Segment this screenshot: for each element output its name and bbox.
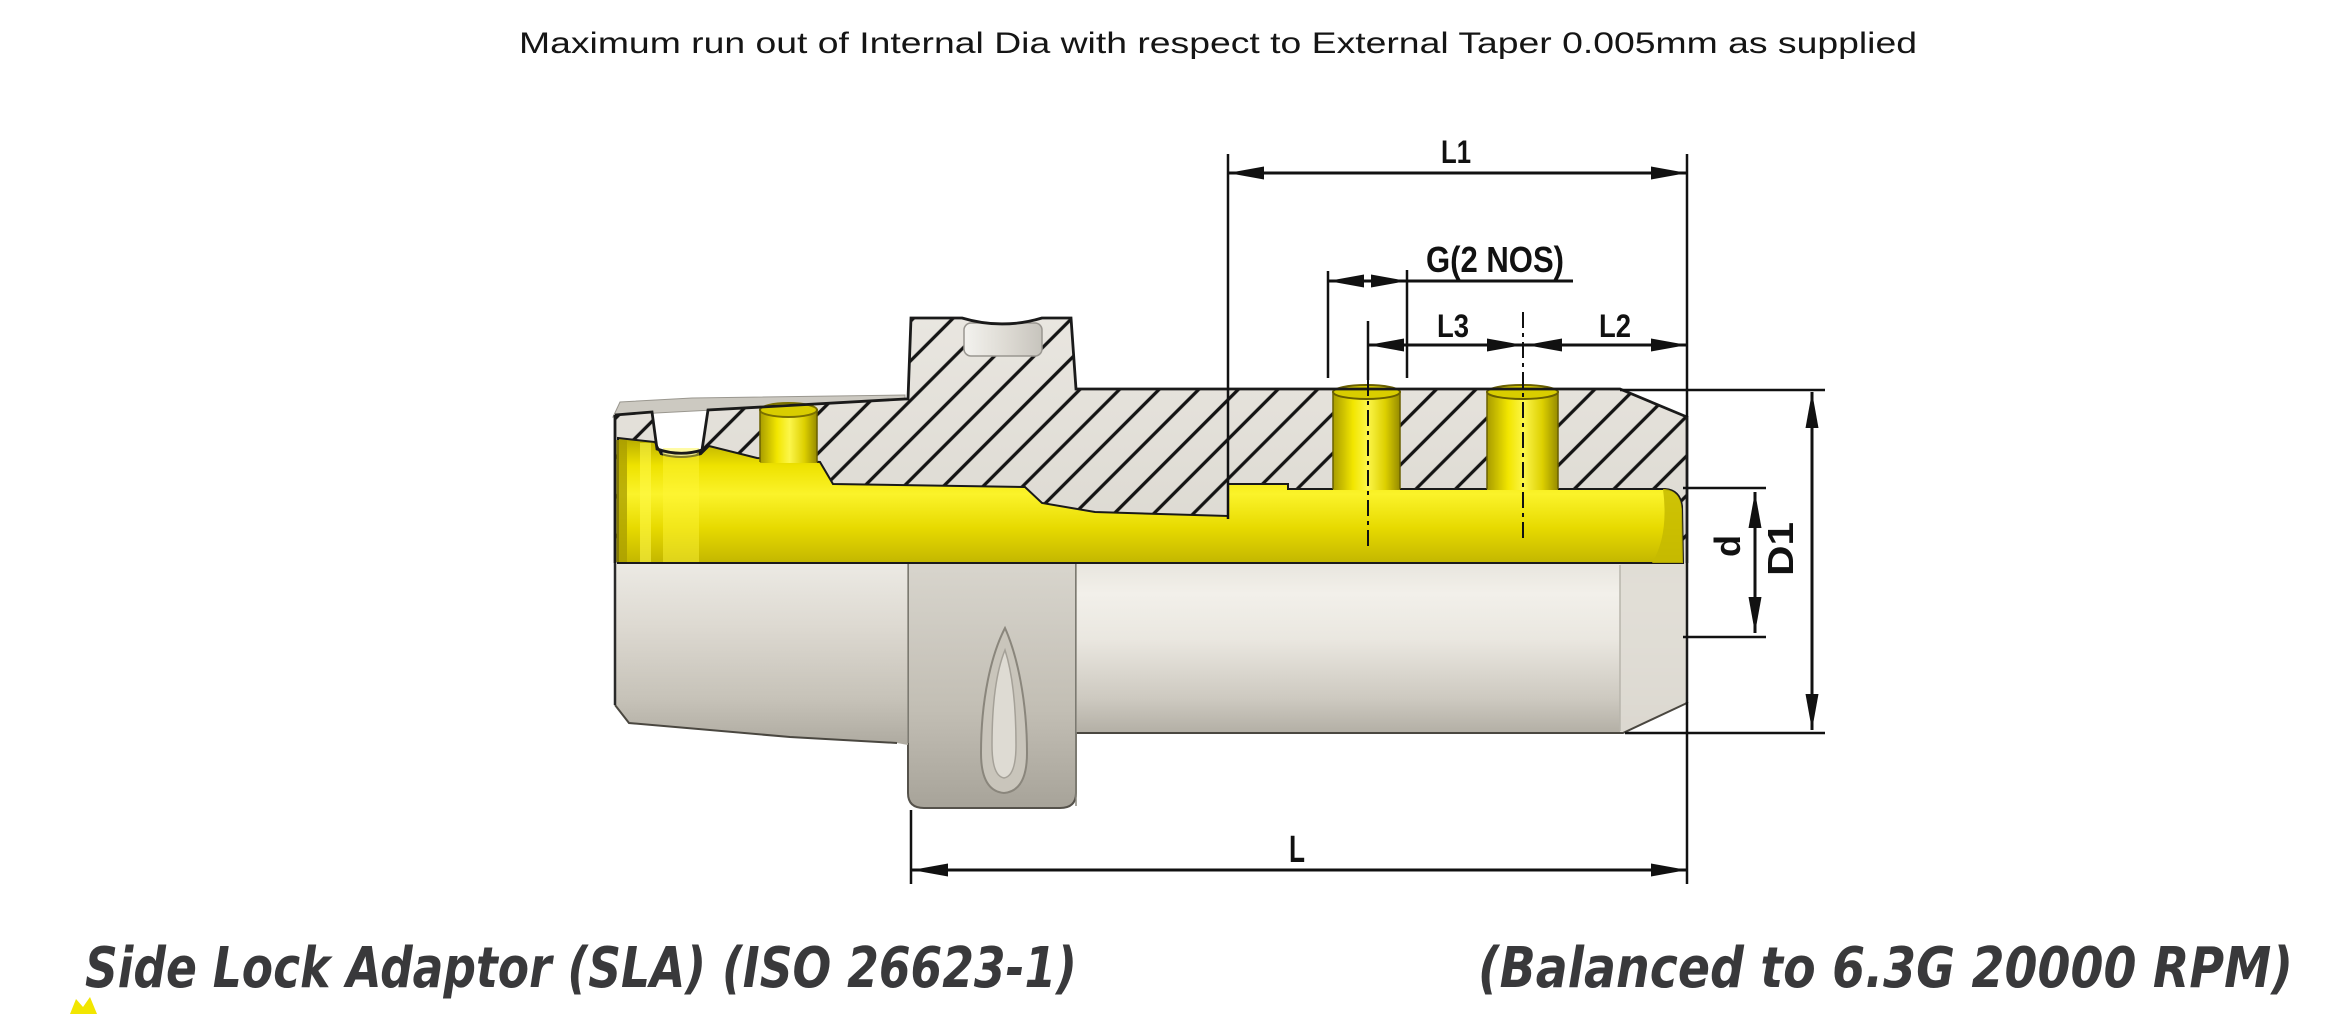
footer-title: Side Lock Adaptor (SLA) (ISO 26623-1) [85, 936, 1077, 1001]
body-bottom-edge [1076, 702, 1688, 734]
runout-note: Maximum run out of Internal Dia with res… [519, 27, 1917, 60]
footer-balance: (Balanced to 6.3G 20000 RPM) [1478, 936, 2293, 1001]
part-upper-half [612, 316, 1689, 564]
label-g: G(2 NOS) [1426, 239, 1564, 280]
taper-bottom-edge [614, 704, 898, 744]
dimension-labels: L1 G(2 NOS) L3 L2 L d D1 [1289, 134, 1801, 871]
part-lower-half [613, 562, 1689, 809]
cavity-groove-highlight [663, 448, 699, 562]
dimensions [909, 154, 1825, 884]
cavity-highlight-1 [640, 443, 651, 562]
bore-mouth-shade [1652, 489, 1683, 563]
label-l1: L1 [1441, 134, 1471, 170]
footer: Side Lock Adaptor (SLA) (ISO 26623-1) (B… [85, 936, 2293, 1001]
bore-cavity [617, 436, 1685, 564]
label-l: L [1289, 829, 1305, 871]
flange-slot-backwall [963, 322, 1043, 357]
taper-coolant-hole [759, 402, 818, 463]
screw-hole-1 [1332, 384, 1401, 490]
label-d1: D1 [1760, 522, 1801, 576]
arrowheads [912, 166, 1819, 877]
flange-slot-inner [991, 647, 1017, 779]
logo-fragment [70, 997, 97, 1014]
taper-lower [615, 563, 908, 745]
front-face-lower [1620, 563, 1687, 733]
body-lower [1076, 563, 1687, 733]
label-l2: L2 [1599, 308, 1631, 344]
section-outer-edge [614, 316, 1689, 563]
label-d: d [1707, 535, 1748, 557]
label-l3: L3 [1437, 308, 1469, 344]
cavity-left-shade [616, 440, 627, 562]
